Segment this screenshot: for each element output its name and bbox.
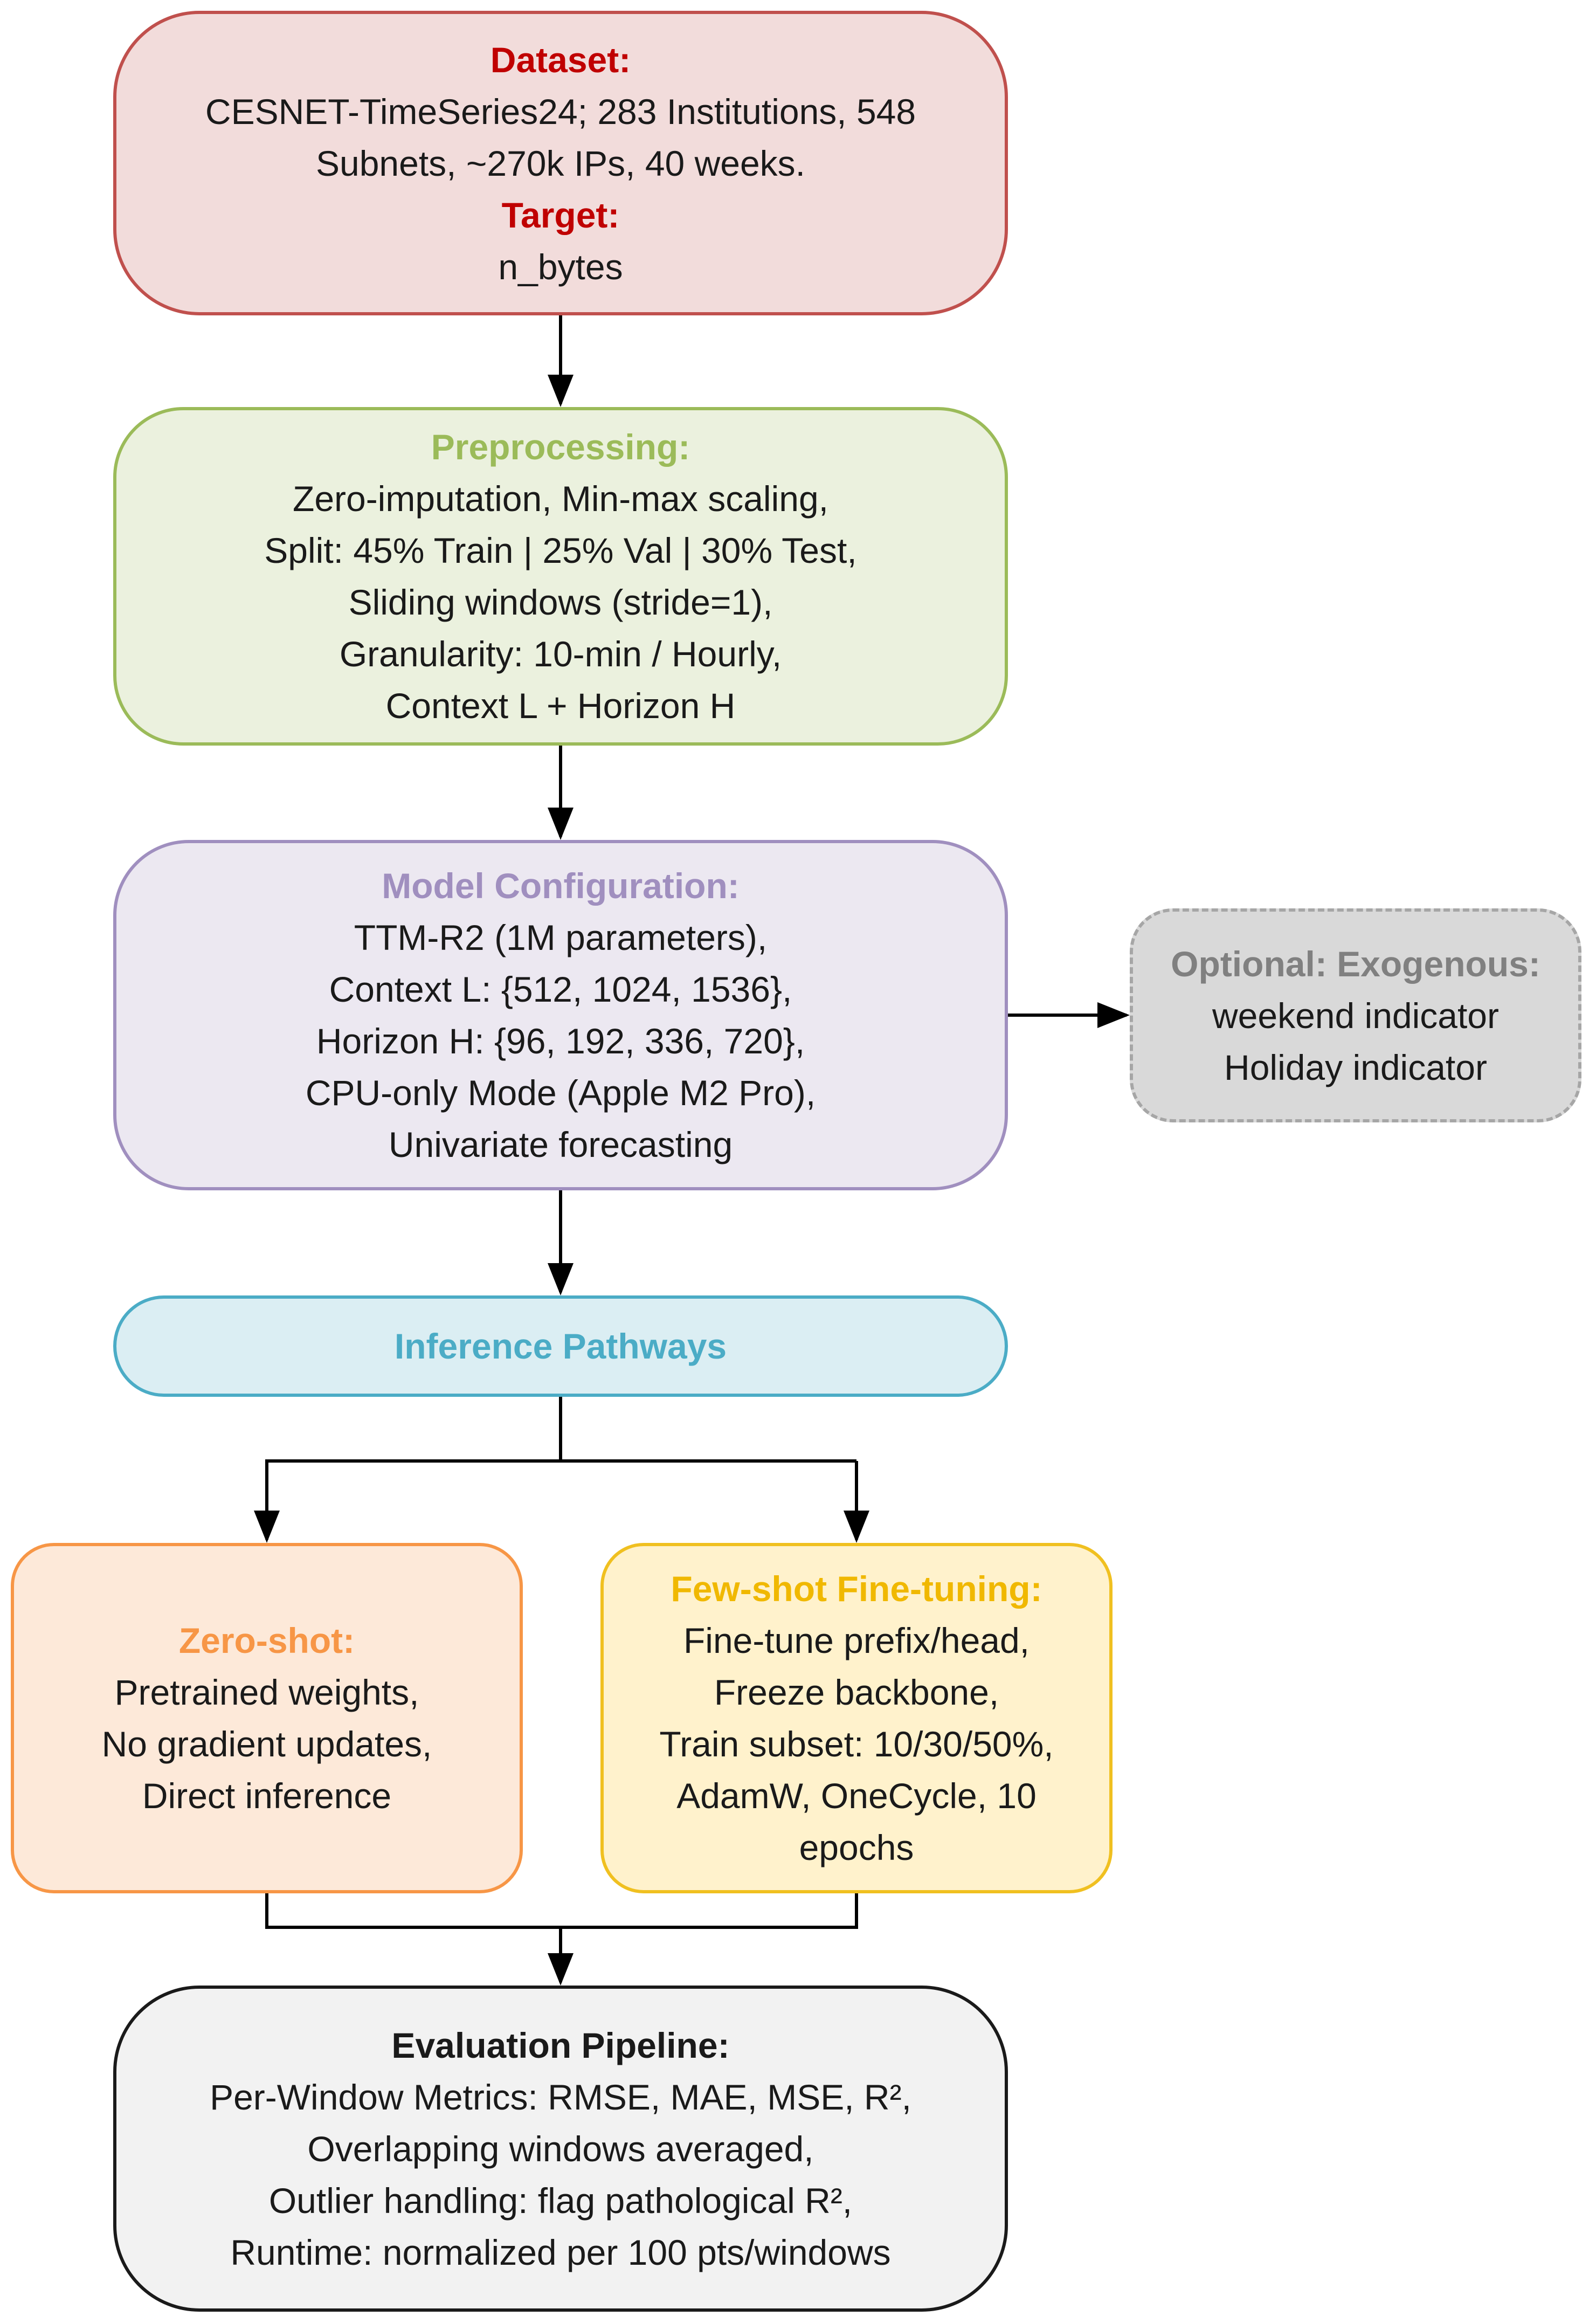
- model-line: Horizon H: {96, 192, 336, 720},: [316, 1021, 805, 1061]
- few-shot-box: Few-shot Fine-tuning: Fine-tune prefix/h…: [600, 1543, 1113, 1893]
- connector-merge-to-evaluation: [265, 1893, 858, 1929]
- dataset-line: CESNET-TimeSeries24; 283 Institutions, 5…: [205, 91, 916, 132]
- evaluation-line: Outlier handling: flag pathological R²,: [268, 2180, 853, 2221]
- model-line: Context L: {512, 1024, 1536},: [329, 969, 792, 1009]
- zero-shot-box: Zero-shot: Pretrained weights, No gradie…: [11, 1543, 523, 1893]
- preprocessing-box: Preprocessing: Zero-imputation, Min-max …: [113, 407, 1008, 746]
- evaluation-line: Runtime: normalized per 100 pts/windows: [230, 2232, 891, 2272]
- zeroshot-line: No gradient updates,: [101, 1724, 432, 1764]
- zeroshot-title: Zero-shot:: [178, 1621, 355, 1660]
- zeroshot-line: Direct inference: [142, 1776, 392, 1816]
- model-title: Model Configuration:: [382, 866, 740, 906]
- evaluation-line: Overlapping windows averaged,: [307, 2128, 814, 2169]
- target-value: n_bytes: [498, 246, 623, 287]
- model-line: TTM-R2 (1M parameters),: [354, 918, 768, 957]
- fewshot-line: AdamW, OneCycle, 10: [676, 1776, 1037, 1816]
- preprocessing-line: Context L + Horizon H: [385, 686, 736, 726]
- fewshot-line: epochs: [799, 1828, 914, 1867]
- preprocessing-line: Sliding windows (stride=1),: [348, 582, 773, 622]
- model-configuration-box: Model Configuration: TTM-R2 (1M paramete…: [113, 840, 1008, 1190]
- exogenous-line: Holiday indicator: [1224, 1047, 1487, 1087]
- model-line: Univariate forecasting: [388, 1125, 733, 1164]
- evaluation-pipeline-box: Evaluation Pipeline: Per-Window Metrics:…: [113, 1986, 1008, 2312]
- inference-pathways-box: Inference Pathways: [113, 1295, 1008, 1397]
- inference-title: Inference Pathways: [394, 1326, 727, 1366]
- exogenous-box: Optional: Exogenous: weekend indicator H…: [1130, 908, 1581, 1122]
- preprocessing-title: Preprocessing:: [431, 427, 690, 467]
- model-line: CPU-only Mode (Apple M2 Pro),: [305, 1073, 816, 1113]
- fewshot-line: Fine-tune prefix/head,: [683, 1621, 1030, 1660]
- fewshot-line: Train subset: 10/30/50%,: [659, 1724, 1054, 1764]
- fewshot-title: Few-shot Fine-tuning:: [671, 1569, 1042, 1609]
- evaluation-line: Per-Window Metrics: RMSE, MAE, MSE, R²,: [210, 2077, 911, 2117]
- evaluation-title: Evaluation Pipeline:: [391, 2025, 730, 2065]
- dataset-title: Dataset:: [490, 39, 631, 80]
- exogenous-line: weekend indicator: [1212, 995, 1499, 1036]
- target-title: Target:: [501, 195, 620, 235]
- exogenous-title: Optional: Exogenous:: [1171, 943, 1540, 984]
- connector-inference-split: [254, 1397, 562, 1543]
- dataset-box: Dataset: CESNET-TimeSeries24; 283 Instit…: [113, 11, 1008, 315]
- dataset-line: Subnets, ~270k IPs, 40 weeks.: [315, 143, 806, 183]
- fewshot-line: Freeze backbone,: [714, 1672, 999, 1712]
- preprocessing-line: Split: 45% Train | 25% Val | 30% Test,: [264, 530, 857, 570]
- preprocessing-line: Granularity: 10-min / Hourly,: [339, 634, 782, 674]
- zeroshot-line: Pretrained weights,: [114, 1672, 419, 1712]
- preprocessing-line: Zero-imputation, Min-max scaling,: [293, 479, 828, 519]
